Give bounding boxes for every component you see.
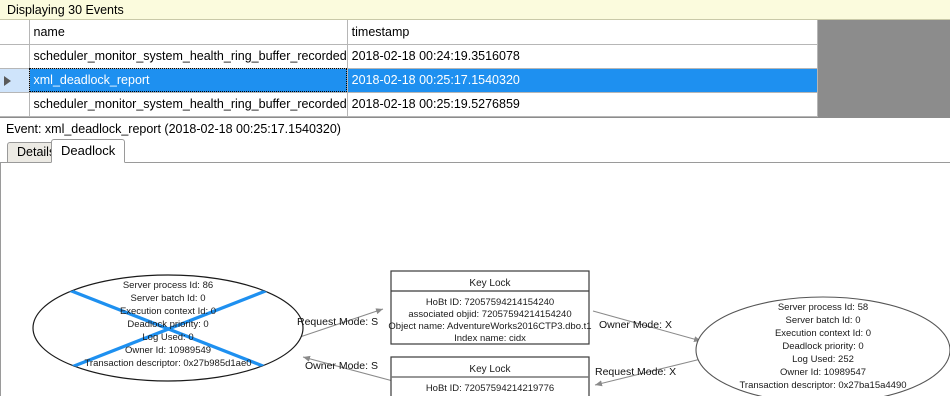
edge-owner-x	[592, 310, 702, 343]
cell-name[interactable]: xml_deadlock_report	[29, 68, 348, 93]
process-node-left[interactable]: Server process Id: 86 Server batch Id: 0…	[32, 274, 304, 382]
process-left-line-1: Server batch Id: 0	[131, 293, 206, 304]
row-selector[interactable]	[0, 68, 30, 93]
cell-timestamp[interactable]: 2018-02-18 00:25:17.1540320	[347, 68, 818, 93]
table-row[interactable]: scheduler_monitor_system_health_ring_buf…	[0, 92, 818, 117]
resource-node-bottom[interactable]: Key Lock HoBt ID: 72057594214219776 asso…	[388, 356, 591, 396]
resource-bottom-line-0: HoBt ID: 72057594214219776	[426, 383, 554, 394]
cell-timestamp[interactable]: 2018-02-18 00:25:19.5276859	[347, 92, 818, 117]
events-banner: Displaying 30 Events	[0, 0, 950, 20]
process-right-line-2: Execution context Id: 0	[775, 328, 871, 339]
row-selector[interactable]	[0, 44, 30, 69]
resource-top-line-3: Index name: cidx	[454, 333, 526, 344]
edge-request-x	[594, 358, 702, 387]
grid-corner-header[interactable]	[0, 20, 30, 45]
resource-node-top[interactable]: Key Lock HoBt ID: 72057594214154240 asso…	[388, 270, 592, 345]
resource-top-line-0: HoBt ID: 72057594214154240	[426, 297, 554, 308]
grid-header-row: name timestamp	[0, 20, 818, 45]
cell-timestamp[interactable]: 2018-02-18 00:24:19.3516078	[347, 44, 818, 69]
process-right-line-3: Deadlock priority: 0	[782, 341, 863, 352]
edge-label-request-s-text: Request Mode: S	[297, 316, 378, 328]
row-selector[interactable]	[0, 92, 30, 117]
table-row[interactable]: scheduler_monitor_system_health_ring_buf…	[0, 44, 818, 69]
edge-label-owner-x-text: Owner Mode: X	[599, 319, 672, 331]
tab-strip: Details Deadlock	[0, 139, 950, 163]
event-caption: Event: xml_deadlock_report (2018-02-18 0…	[0, 118, 950, 140]
process-right-line-0: Server process Id: 58	[778, 302, 868, 313]
process-left-line-6: Transaction descriptor: 0x27b985d1ae0	[84, 358, 251, 369]
process-left-line-2: Execution context Id: 0	[120, 306, 216, 317]
resource-top-title: Key Lock	[469, 278, 511, 289]
process-left-line-4: Log Used: 0	[142, 332, 193, 343]
process-right-line-4: Log Used: 252	[792, 354, 854, 365]
edge-label-request-x-text: Request Mode: X	[595, 366, 676, 378]
tab-deadlock[interactable]: Deadlock	[51, 139, 126, 163]
resource-bottom-title: Key Lock	[469, 364, 511, 375]
edge-label-request-x: Request Mode: X	[595, 366, 676, 378]
edge-label-owner-s-text: Owner Mode: S	[305, 360, 378, 372]
edge-label-request-s: Request Mode: S	[297, 316, 378, 328]
cell-name[interactable]: scheduler_monitor_system_health_ring_buf…	[29, 44, 348, 69]
process-right-line-1: Server batch Id: 0	[786, 315, 861, 326]
resource-top-line-2: Object name: AdventureWorks2016CTP3.dbo.…	[388, 321, 591, 332]
event-caption-text: Event: xml_deadlock_report (2018-02-18 0…	[6, 122, 341, 136]
process-left-line-5: Owner Id: 10989549	[125, 345, 211, 356]
column-header-name[interactable]: name	[29, 20, 348, 45]
resource-bottom-line-1: associated objid: 72057594214219776	[408, 395, 571, 396]
current-row-arrow-icon	[4, 75, 11, 86]
edge-label-owner-s: Owner Mode: S	[305, 360, 378, 372]
process-node-right[interactable]: Server process Id: 58 Server batch Id: 0…	[695, 296, 950, 396]
column-header-timestamp[interactable]: timestamp	[347, 20, 818, 45]
edge-owner-s	[302, 355, 394, 382]
process-left-line-3: Deadlock priority: 0	[127, 319, 208, 330]
process-right-line-6: Transaction descriptor: 0x27ba15a4490	[739, 380, 906, 391]
events-grid-container[interactable]: name timestamp scheduler_monitor_system_…	[0, 20, 950, 118]
table-row[interactable]: xml_deadlock_report 2018-02-18 00:25:17.…	[0, 68, 818, 93]
process-right-line-5: Owner Id: 10989547	[780, 367, 866, 378]
resource-top-line-1: associated objid: 72057594214154240	[408, 309, 571, 320]
process-left-line-0: Server process Id: 86	[123, 280, 213, 291]
victim-cross-icon	[45, 279, 292, 379]
edge-request-s	[296, 308, 384, 339]
deadlock-graph-canvas[interactable]: Server process Id: 86 Server batch Id: 0…	[0, 162, 950, 396]
cell-name[interactable]: scheduler_monitor_system_health_ring_buf…	[29, 92, 348, 117]
edge-label-owner-x: Owner Mode: X	[599, 319, 672, 331]
events-grid[interactable]: name timestamp scheduler_monitor_system_…	[0, 20, 818, 117]
events-banner-text: Displaying 30 Events	[7, 2, 124, 17]
